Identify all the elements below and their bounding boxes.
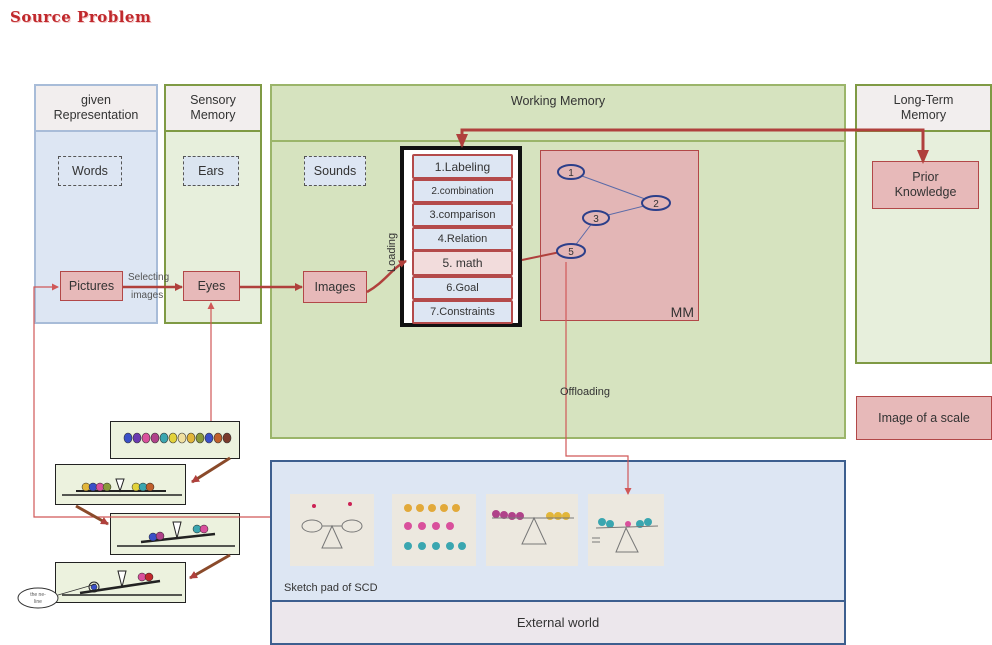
arrow-scale-b xyxy=(76,506,108,524)
note-oval xyxy=(18,588,58,608)
loading-label: Loading xyxy=(386,233,398,272)
images-small-label: images xyxy=(131,290,163,301)
selecting-label: Selecting xyxy=(128,272,169,283)
note-oval-line1: the ne- xyxy=(30,592,46,598)
node-1-label: 1 xyxy=(568,168,574,179)
arrow-scale-c xyxy=(190,555,230,578)
arrow-offloading xyxy=(566,262,628,494)
node-3-label: 3 xyxy=(593,214,599,225)
arrow-sketch-to-pictures xyxy=(34,287,270,517)
arrow-feedback-processes xyxy=(462,130,923,162)
edge-1-2 xyxy=(571,172,656,203)
offloading-label: Offloading xyxy=(560,386,610,398)
node-2-label: 2 xyxy=(653,199,659,210)
arrow-scale-a xyxy=(192,458,230,482)
node-5-label: 5 xyxy=(568,247,574,258)
note-oval-line2: line xyxy=(34,599,42,605)
